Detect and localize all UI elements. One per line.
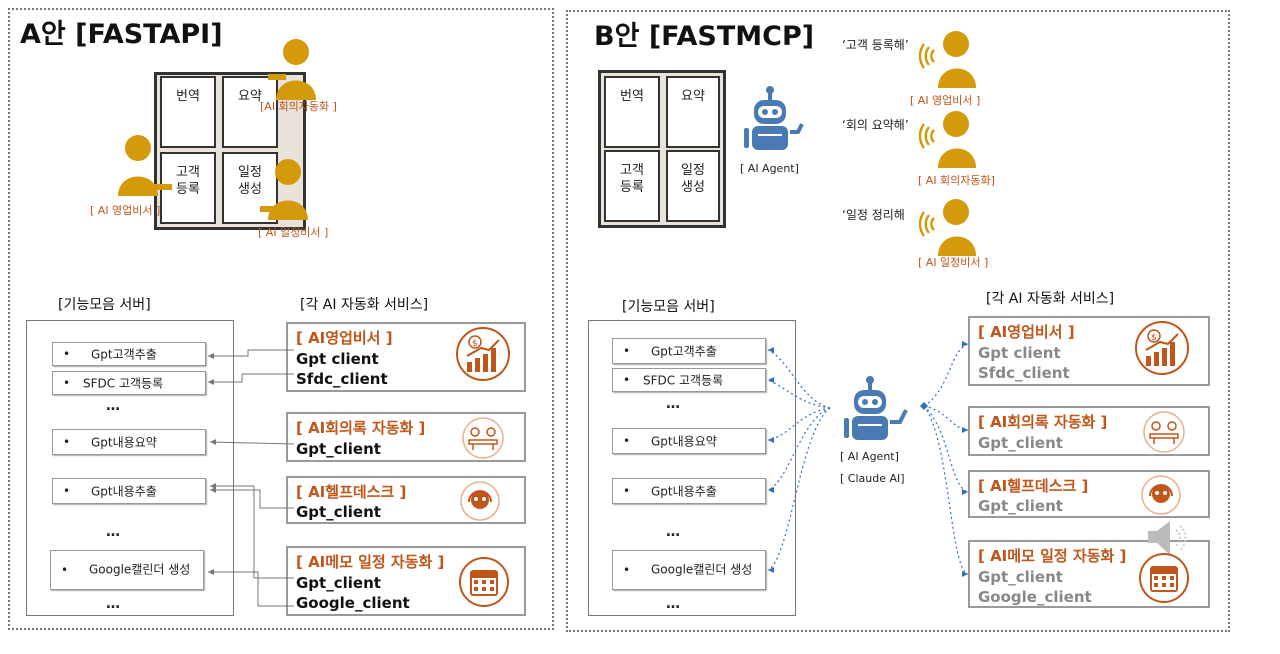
server-item: •Gpt내용요약 xyxy=(52,429,206,455)
robot-support-icon xyxy=(1141,475,1181,515)
cabinet-b-cell-summary: 요약 xyxy=(666,76,720,148)
person-icon xyxy=(118,135,172,196)
growth-chart-icon: $ xyxy=(456,327,510,381)
calendar-icon xyxy=(1139,553,1189,603)
claude-ai-label: [ Claude AI] xyxy=(840,472,905,485)
speaking-person-icon xyxy=(918,31,976,88)
person-icon xyxy=(260,159,308,220)
calendar-icon xyxy=(459,557,509,607)
voice-quote: ‘고객 등록해’ xyxy=(842,38,909,52)
voice-label: [ AI 회의자동화] xyxy=(918,174,995,187)
claude-agent-label: [ AI Agent] xyxy=(840,450,899,463)
ai-sales-label: [ AI 영업비서 ] xyxy=(90,204,161,217)
robot-icon xyxy=(844,376,908,440)
meeting-icon xyxy=(462,417,504,459)
server-item: •SFDC 고객등록 xyxy=(612,368,766,392)
service-ai-meeting[interactable]: [ AI회의록 자동화 ] Gpt_client xyxy=(968,406,1210,456)
services-b-title: [각 AI 자동화 서비스] xyxy=(986,291,1115,307)
panel-a-title: A안 [FASTAPI] xyxy=(20,19,223,50)
agent-label: [ AI Agent] xyxy=(740,162,799,175)
cabinet-b-cell-translate: 번역 xyxy=(604,76,660,148)
speaking-person-icon xyxy=(918,111,976,168)
ellipsis: … xyxy=(106,596,121,612)
server-item: •Gpt고객추출 xyxy=(612,338,766,364)
ellipsis: … xyxy=(106,524,121,540)
voice-label: [ AI 영업비서 ] xyxy=(910,94,981,107)
server-item: •Gpt내용추출 xyxy=(612,478,766,504)
ai-schedule-label: [ AI 일정비서 ] xyxy=(258,226,329,239)
panel-b-title: B안 [FASTMCP] xyxy=(594,21,815,52)
server-item: •Google캘린더 생성 xyxy=(612,550,766,590)
ellipsis: … xyxy=(666,396,681,412)
voice-label: [ AI 일정비서 ] xyxy=(918,256,989,269)
server-a-title: [기능모음 서버] xyxy=(58,297,151,313)
server-item: •Gpt내용요약 xyxy=(612,428,766,454)
robot-icon xyxy=(744,86,804,150)
speaking-person-icon xyxy=(918,199,976,256)
cabinet-a-cell-translate: 번역 xyxy=(160,76,216,148)
meeting-icon xyxy=(1143,411,1185,453)
robot-support-icon xyxy=(460,481,500,521)
person-icon xyxy=(268,39,316,100)
server-item: •Gpt내용추출 xyxy=(52,478,206,504)
voice-quote: ‘회의 요약해’ xyxy=(842,118,909,132)
cabinet-b-cell-schedule: 일정 생성 xyxy=(666,150,720,222)
server-b-title: [기능모음 서버] xyxy=(622,299,715,315)
svg-text:$: $ xyxy=(1151,333,1157,343)
cabinet-b-cell-customer: 고객 등록 xyxy=(604,150,660,222)
ellipsis: … xyxy=(666,524,681,540)
panel-a xyxy=(8,8,554,630)
panel-b xyxy=(566,10,1230,632)
service-ai-meeting[interactable]: [ AI회의록 자동화 ] Gpt_client xyxy=(286,412,526,462)
server-item: •Google캘린더 생성 xyxy=(50,550,204,590)
voice-quote: ‘일정 정리해 xyxy=(842,208,905,222)
server-item: •Gpt고객추출 xyxy=(52,342,206,366)
growth-chart-icon: $ xyxy=(1135,321,1189,375)
ellipsis: … xyxy=(106,398,121,414)
connectors-a xyxy=(208,349,295,607)
connectors-b xyxy=(767,341,969,577)
services-a-title: [각 AI 자동화 서비스] xyxy=(300,297,429,313)
ellipsis: … xyxy=(666,596,681,612)
server-item: •SFDC 고객등록 xyxy=(52,371,206,395)
speaker-icon[interactable] xyxy=(1146,518,1190,558)
cabinet-a-cell-summary: 요약 xyxy=(222,76,278,148)
service-ai-sales[interactable]: [ AI영업비서 ] Gpt client Sfdc_client xyxy=(968,316,1210,386)
svg-text:$: $ xyxy=(472,339,478,349)
ai-meeting-label: [AI 회의자동화 ] xyxy=(260,100,337,113)
